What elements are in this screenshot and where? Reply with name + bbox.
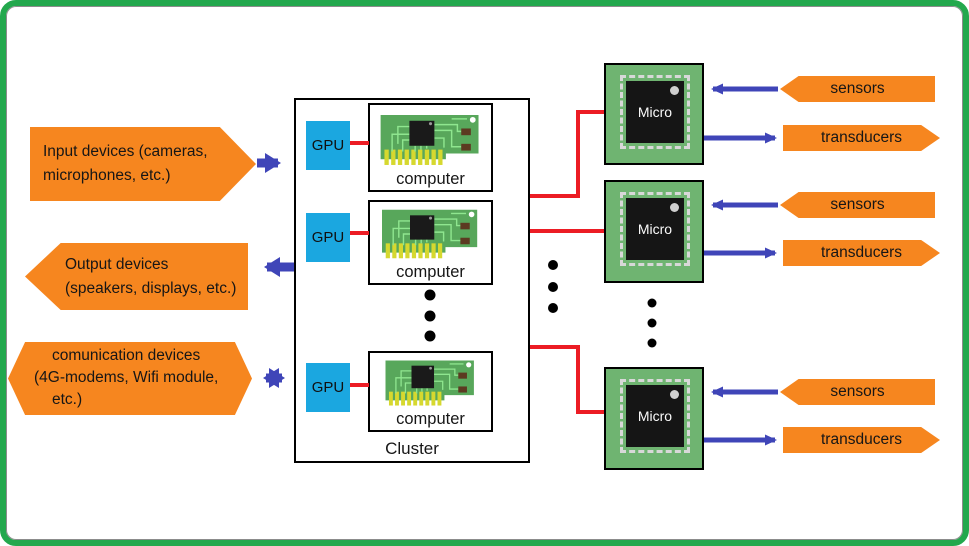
gpu-label: GPU: [311, 137, 345, 154]
input-devices-label-line1: Input devices (cameras,: [43, 143, 208, 160]
computer-label: computer: [396, 410, 465, 428]
transducers-label: transducers: [821, 129, 902, 146]
micro-chip-icon: Micro: [620, 192, 690, 266]
communication-devices-label-line2: (4G-modems, Wifi module,: [34, 369, 219, 386]
micro-chip-icon: Micro: [620, 75, 690, 149]
transducers-label: transducers: [821, 244, 902, 261]
micro-label: Micro: [637, 221, 673, 237]
transducers-tag-3: transducers: [783, 427, 940, 453]
communication-devices-shape: comunication devices (4G-modems, Wifi mo…: [8, 342, 252, 415]
output-devices-label-line2: (speakers, displays, etc.): [65, 280, 237, 297]
chip-pin1-dot: [670, 203, 679, 212]
sensors-tag-2: sensors: [780, 192, 935, 218]
transducers-label: transducers: [821, 431, 902, 448]
sensors-tag-3: sensors: [780, 379, 935, 405]
input-devices-shape: Input devices (cameras, microphones, etc…: [30, 127, 256, 201]
chip-pin1-dot: [670, 390, 679, 399]
circuit-board-icon: [381, 209, 477, 259]
computer-card-2: computer: [368, 200, 493, 285]
circuit-board-icon: [380, 115, 479, 165]
sensors-label: sensors: [830, 383, 885, 400]
gpu-label: GPU: [311, 379, 345, 396]
transducers-tag-1: transducers: [783, 125, 940, 151]
input-devices-label-line2: microphones, etc.): [43, 167, 171, 184]
computer-card-1: computer: [368, 103, 493, 192]
sensors-label: sensors: [830, 80, 885, 97]
micro-label: Micro: [637, 104, 673, 120]
micro-board-2: Micro: [604, 180, 704, 283]
gpu-box-1: GPU: [306, 121, 350, 170]
sensors-label: sensors: [830, 196, 885, 213]
micro-chip-icon: Micro: [620, 379, 690, 453]
gpu-label: GPU: [311, 229, 345, 246]
sensors-tag-1: sensors: [780, 76, 935, 102]
micro-label: Micro: [637, 408, 673, 424]
cluster-label: Cluster: [385, 439, 439, 458]
gpu-box-2: GPU: [306, 213, 350, 262]
computer-label: computer: [396, 170, 465, 188]
computer-card-3: computer: [368, 351, 493, 432]
circuit-board-icon: [385, 360, 474, 406]
output-devices-shape: Output devices (speakers, displays, etc.…: [25, 243, 248, 310]
communication-devices-label-line3: etc.): [52, 391, 83, 408]
micro-board-1: Micro: [604, 63, 704, 165]
communication-devices-label-line1: comunication devices: [52, 347, 201, 364]
cluster-box: Cluster: [294, 98, 530, 463]
transducers-tag-2: transducers: [783, 240, 940, 266]
gpu-box-3: GPU: [306, 363, 350, 412]
computer-label: computer: [396, 263, 465, 281]
chip-pin1-dot: [670, 86, 679, 95]
micro-board-3: Micro: [604, 367, 704, 470]
output-devices-label-line1: Output devices: [65, 256, 169, 273]
